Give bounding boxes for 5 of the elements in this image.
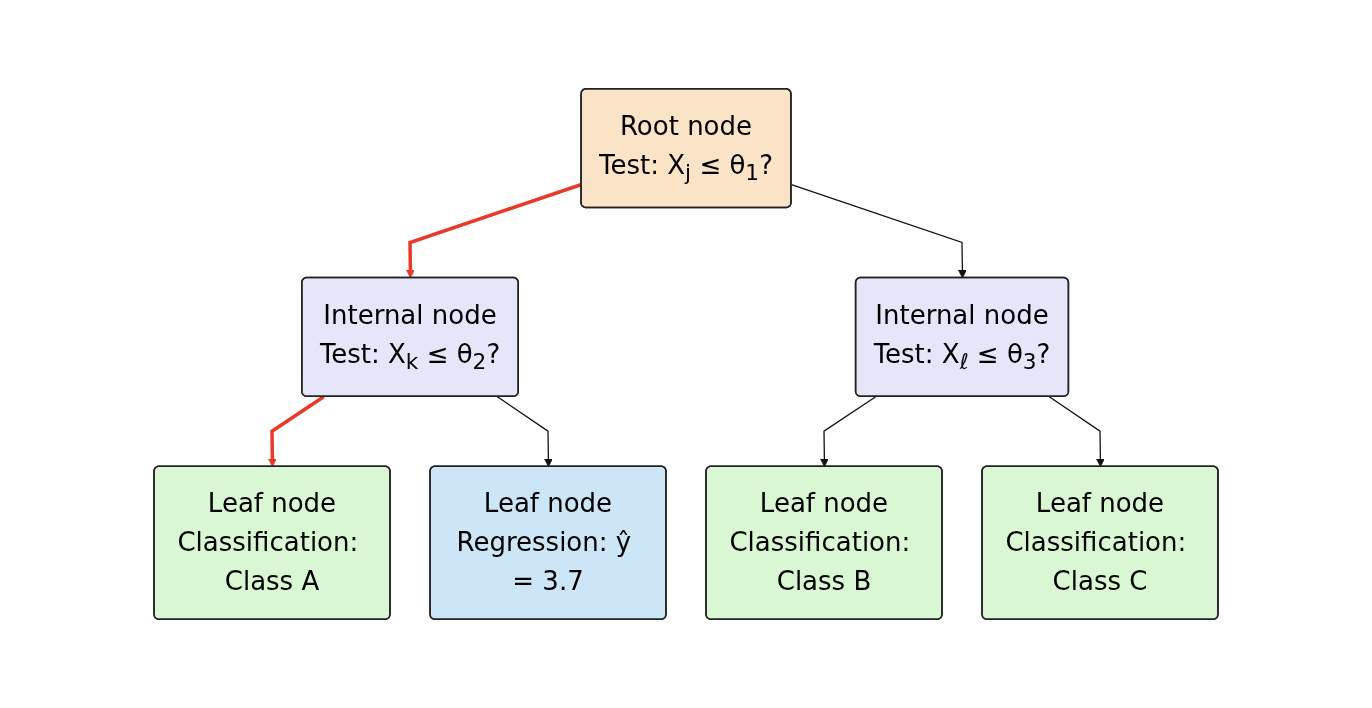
arrow — [820, 396, 877, 468]
arrow — [268, 395, 325, 468]
arrow — [790, 183, 967, 279]
arrow — [496, 396, 553, 468]
arrow — [1048, 396, 1105, 468]
